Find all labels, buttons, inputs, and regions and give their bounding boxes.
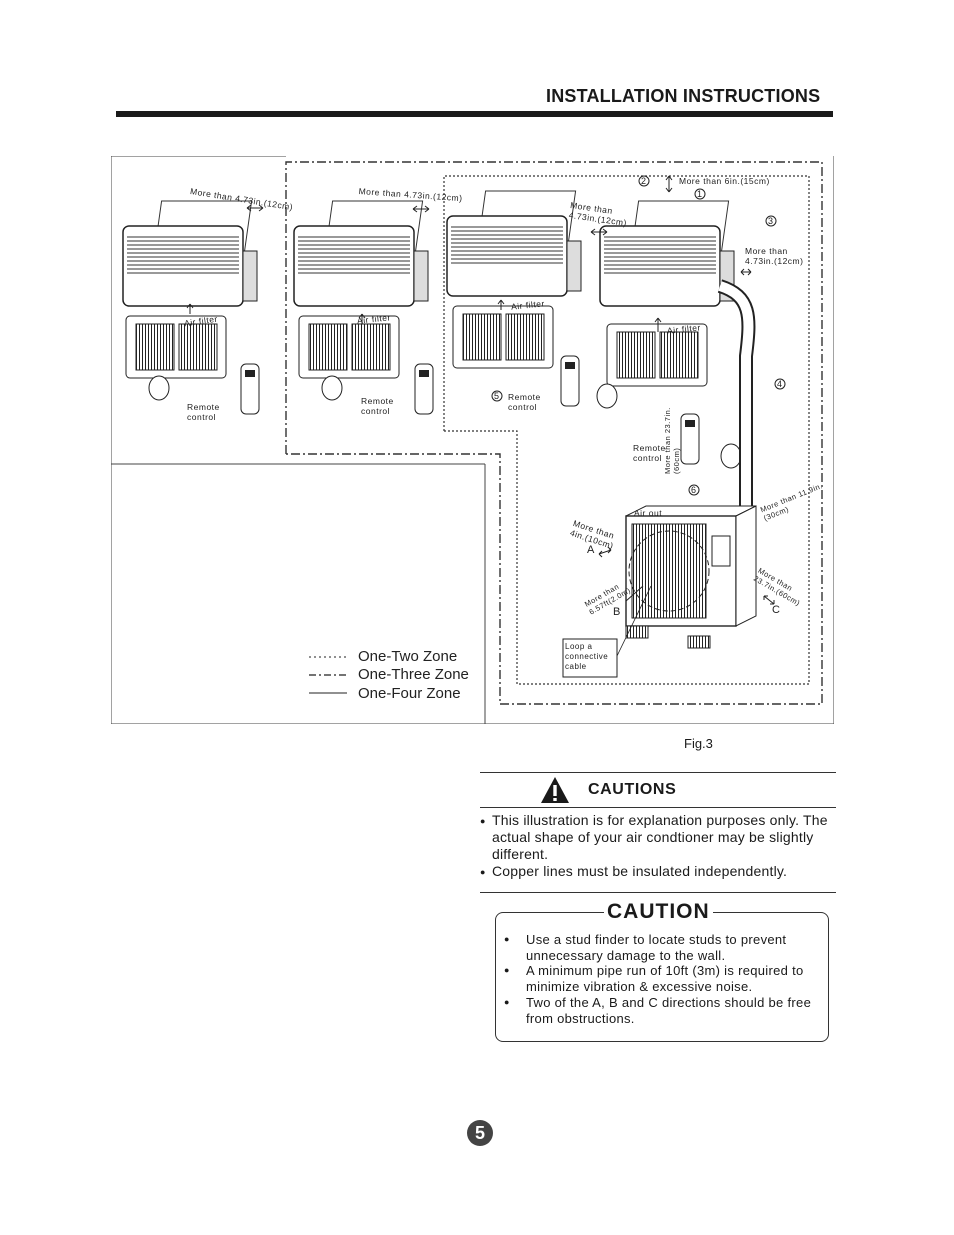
unit2-remote-label: Remote control — [361, 396, 394, 416]
direction-c-label: C — [772, 604, 781, 616]
legend-one-two-zone: One-Two Zone — [358, 648, 458, 665]
direction-a-label: A — [587, 544, 595, 556]
outdoor-top-clearance-label: More than 23.7in.(60cm) — [663, 407, 681, 474]
warning-triangle-icon — [540, 776, 570, 809]
list-item: Two of the A, B and C directions should … — [504, 995, 826, 1026]
cautions-mid-rule — [480, 807, 836, 808]
side-clearance-label: More than 4.73in.(12cm) — [745, 246, 804, 266]
callout-6: 6 — [691, 485, 697, 495]
direction-b-label: B — [613, 606, 621, 618]
callout-4: 4 — [777, 379, 783, 389]
callout-2: 2 — [641, 176, 647, 186]
callout-5: 5 — [494, 391, 500, 401]
cautions-top-rule — [480, 772, 836, 773]
caution-heading: CAUTION — [604, 900, 713, 924]
callout-3: 3 — [768, 216, 774, 226]
top-clearance-label: More than 6in.(15cm) — [679, 176, 770, 186]
figure-caption: Fig.3 — [684, 736, 713, 751]
installation-diagram: More than 4.73in.(12cm) More than 4.73in… — [110, 155, 835, 725]
list-item: This illustration is for explanation pur… — [480, 812, 842, 863]
unit3-remote-label: Remote control — [508, 392, 541, 412]
air-out-label: Air out — [634, 508, 663, 518]
legend-one-four-zone: One-Four Zone — [358, 685, 461, 702]
cautions-bottom-rule — [480, 892, 836, 893]
loop-cable-note: Loop a connective cable — [565, 642, 609, 671]
unit4-remote-label: Remote control — [633, 443, 666, 463]
caution-list: Use a stud finder to locate studs to pre… — [504, 932, 826, 1026]
list-item: A minimum pipe run of 10ft (3m) is requi… — [504, 963, 826, 994]
callout-1: 1 — [697, 189, 703, 199]
unit1-remote-label: Remote control — [187, 402, 220, 422]
list-item: Use a stud finder to locate studs to pre… — [504, 932, 826, 963]
page-number: 5 — [467, 1120, 493, 1146]
page-header-title: INSTALLATION INSTRUCTIONS — [546, 86, 821, 106]
installation-diagram-svg — [110, 155, 835, 725]
header-rule — [116, 111, 833, 117]
list-item: Copper lines must be insulated independe… — [480, 863, 842, 881]
legend-one-three-zone: One-Three Zone — [358, 666, 469, 683]
cautions-heading: CAUTIONS — [588, 781, 677, 798]
cautions-list: This illustration is for explanation pur… — [480, 812, 842, 881]
